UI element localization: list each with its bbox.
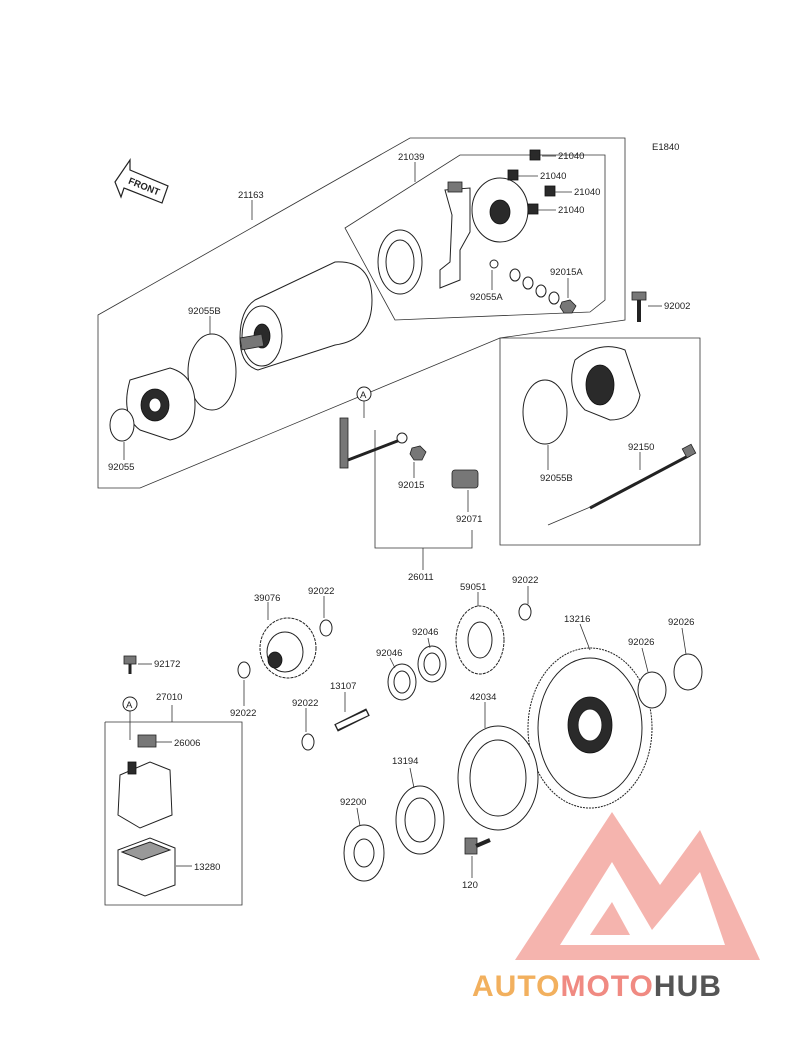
label-21039: 21039	[398, 152, 424, 163]
label-21040-a: 21040	[558, 151, 584, 162]
brush-set	[507, 149, 556, 215]
through-bolt-92150	[589, 443, 697, 510]
label-92055a: 92055A	[470, 292, 503, 303]
label-13280: 13280	[194, 862, 220, 873]
label-120: 120	[462, 880, 478, 891]
label-92172: 92172	[154, 659, 180, 670]
terminal-washers	[489, 259, 577, 314]
washer-92022-b	[237, 661, 251, 679]
label-92150: 92150	[628, 442, 654, 453]
label-39076: 39076	[254, 593, 280, 604]
one-way-clutch-holder-42034	[457, 725, 539, 831]
label-92022-a: 92022	[308, 586, 334, 597]
label-92200: 92200	[340, 797, 366, 808]
front-arrow-icon: FRONT	[114, 158, 169, 204]
label-26011: 26011	[408, 572, 434, 583]
label-92015a: 92015A	[550, 267, 583, 278]
watermark-text: AUTOMOTOHUB	[472, 970, 722, 1003]
one-way-clutch-13194	[395, 785, 445, 855]
fuse-26006	[137, 734, 157, 748]
starter-lead	[339, 417, 479, 489]
bolt-120	[464, 837, 491, 855]
label-92022-c: 92022	[292, 698, 318, 709]
watermark-part1: AUTO	[472, 970, 560, 1003]
front-cover	[126, 367, 196, 441]
label-21163: 21163	[238, 190, 264, 201]
o-ring-92055b-left	[187, 333, 237, 411]
label-92046-a: 92046	[376, 648, 402, 659]
relay-box-outline	[104, 721, 243, 906]
part-labels: 21163 21039 21040 21040 21040 21040 9201…	[108, 151, 694, 891]
lead-bracket	[374, 430, 473, 549]
shaft-13107	[334, 708, 370, 732]
label-92002: 92002	[664, 301, 690, 312]
motor-yoke	[239, 261, 373, 371]
washer-92022-a	[319, 619, 333, 637]
flywheel-gear-13216	[527, 647, 653, 809]
label-92015: 92015	[398, 480, 424, 491]
shim-92026-a	[637, 671, 667, 709]
starter-assembly-outline	[97, 137, 626, 489]
label-13107: 13107	[330, 681, 356, 692]
label-92022-b: 92022	[230, 708, 256, 719]
washer-92022-d	[518, 603, 532, 621]
brush-plate	[377, 177, 529, 295]
label-92026-b: 92026	[668, 617, 694, 628]
brush-holder-outline	[344, 154, 606, 321]
label-92046-b: 92046	[412, 627, 438, 638]
callout-a-top-label: A	[360, 390, 367, 401]
end-cover	[571, 346, 641, 421]
label-21040-b: 21040	[540, 171, 566, 182]
label-92022-d: 92022	[512, 575, 538, 586]
end-cover-outline	[499, 337, 701, 546]
label-21040-c: 21040	[574, 187, 600, 198]
label-59051: 59051	[460, 582, 486, 593]
o-ring-92055	[109, 408, 135, 442]
leader-lines	[123, 155, 687, 878]
watermark-part2: MOTO	[560, 970, 653, 1003]
needle-bearing-92046-a	[387, 663, 417, 701]
label-92026-a: 92026	[628, 637, 654, 648]
watermark-part3: HUB	[654, 970, 722, 1003]
gear-39076	[259, 617, 317, 679]
needle-bearing-92046-b	[417, 645, 447, 683]
label-92071: 92071	[456, 514, 482, 525]
diagram-code: E1840	[652, 142, 679, 153]
label-21040-d: 21040	[558, 205, 584, 216]
label-26006: 26006	[174, 738, 200, 749]
label-27010: 27010	[156, 692, 182, 703]
bolt-92002	[631, 291, 647, 322]
gear-59051	[455, 605, 505, 675]
shim-92026-b	[673, 653, 703, 691]
bolt-92172	[123, 655, 137, 674]
washer-92022-c	[301, 733, 315, 751]
label-42034: 42034	[470, 692, 496, 703]
callout-a-bottom-label: A	[126, 700, 133, 711]
label-13194: 13194	[392, 756, 418, 767]
label-13216: 13216	[564, 614, 590, 625]
relay-cover-13280	[117, 837, 176, 897]
label-92055b-right: 92055B	[540, 473, 573, 484]
watermark-logo	[515, 812, 760, 960]
starter-relay	[117, 761, 173, 829]
label-92055b-left: 92055B	[188, 306, 221, 317]
label-92055: 92055	[108, 462, 134, 473]
o-ring-92055b-right	[522, 379, 568, 445]
